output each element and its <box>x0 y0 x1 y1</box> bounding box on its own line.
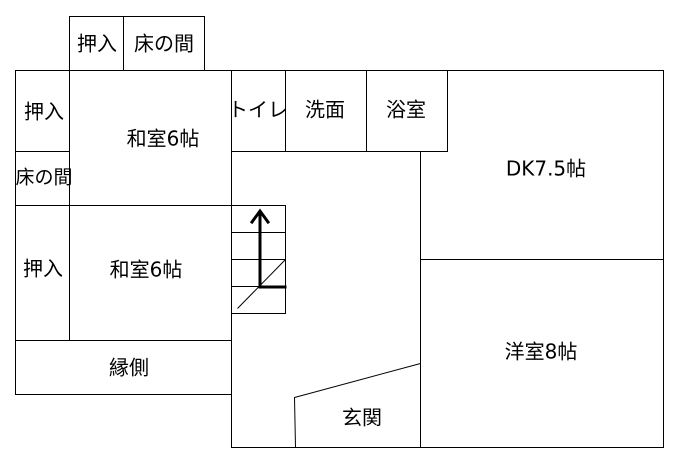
hall-outline <box>231 151 421 448</box>
stair-up-arrow <box>249 208 287 289</box>
oshiire-left-upper-label: 押入 <box>24 100 64 124</box>
youshitsu-label: 洋室8帖 <box>505 340 578 364</box>
genkan-step-line <box>293 363 421 448</box>
bathroom-label: 浴室 <box>386 98 426 122</box>
engawa-label: 縁側 <box>109 356 149 380</box>
oshiire-left-lower-label: 押入 <box>23 257 63 281</box>
dk-label: DK7.5帖 <box>506 157 586 181</box>
washroom-label: 洗面 <box>305 98 345 122</box>
tokonoma-left-label: 床の間 <box>15 167 72 189</box>
staircase <box>231 205 287 314</box>
toilet-label: トイレ <box>228 98 288 122</box>
washitsu-upper-label: 和室6帖 <box>127 127 200 151</box>
washitsu-lower-label: 和室6帖 <box>110 258 183 282</box>
oshiire-top-label: 押入 <box>77 32 117 56</box>
genkan-label: 玄関 <box>342 406 382 430</box>
bathroom-box <box>366 70 448 152</box>
tokonoma-top-label: 床の間 <box>134 32 194 56</box>
